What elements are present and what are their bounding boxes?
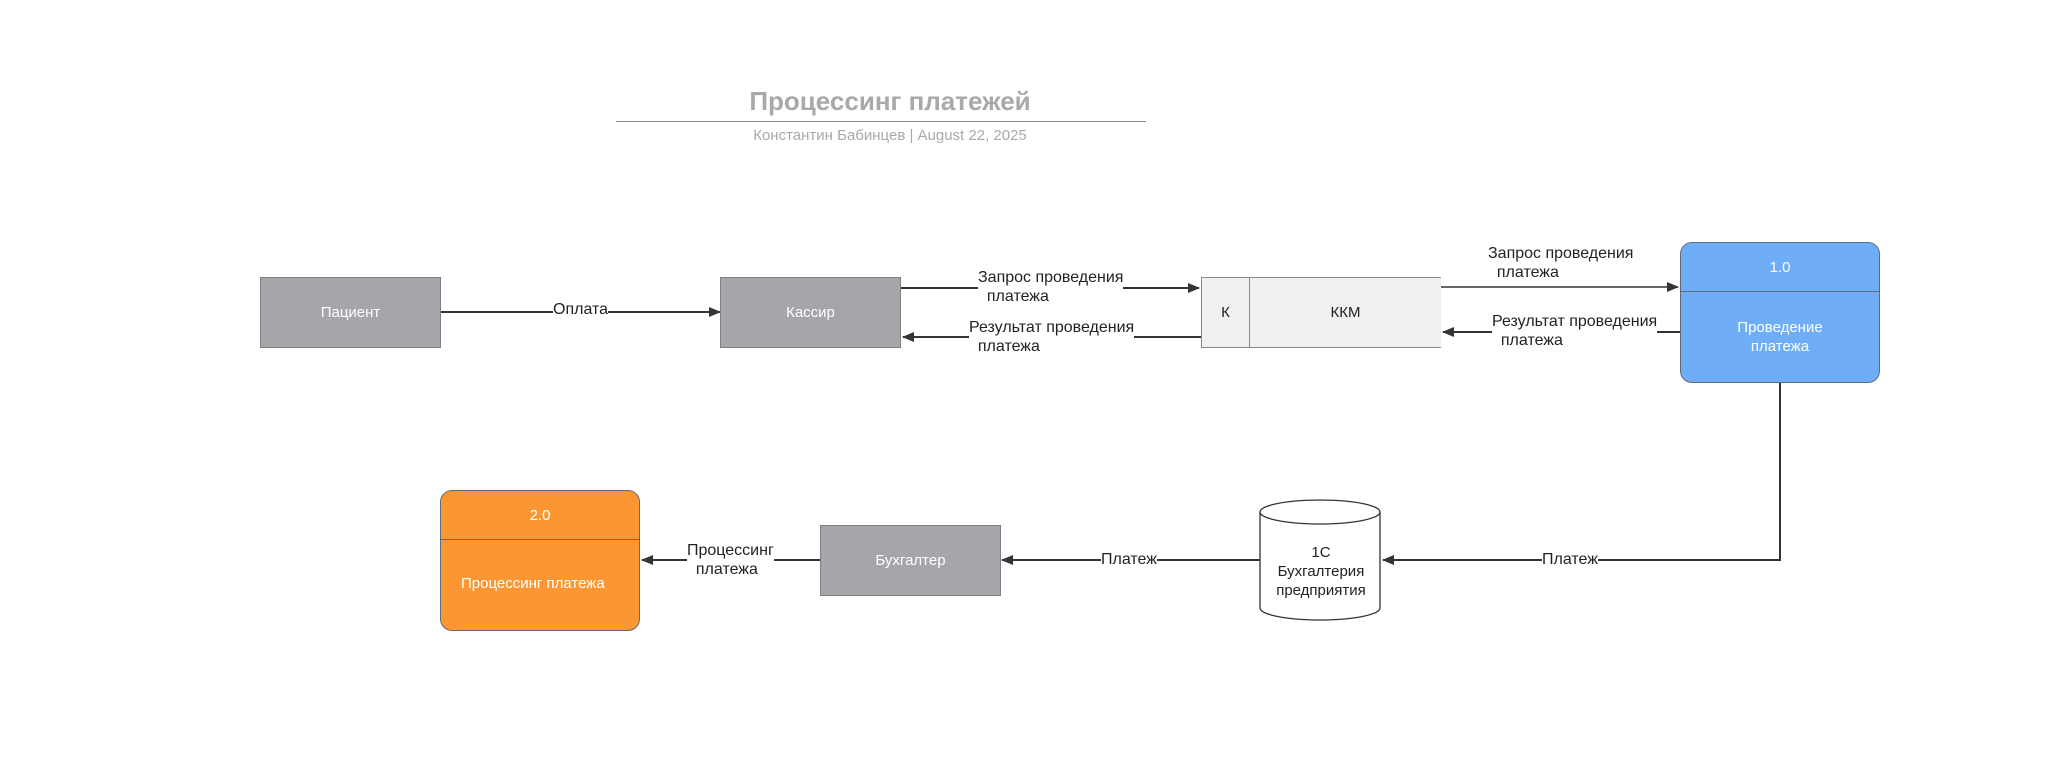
entity-patient-label: Пациент — [320, 304, 381, 321]
page-subtitle: Константин Бабинцев | August 22, 2025 — [753, 127, 1027, 144]
process-2-name: Процессинг платежа — [441, 540, 639, 630]
entity-patient[interactable]: Пациент — [260, 277, 441, 348]
flow-payment-p1-db-line — [1382, 382, 1781, 565]
page-title: Процессинг платежей — [749, 86, 1031, 116]
flow-label-payment-p1-db: Платеж — [1542, 550, 1598, 569]
flow-label-result-2: Результат проведения платежа — [1492, 312, 1658, 350]
entity-cashier[interactable]: Кассир — [720, 277, 901, 348]
process-1-name-text: Проведение платежа — [1737, 319, 1823, 355]
database-label: 1С Бухгалтерия предприятия — [1276, 544, 1366, 599]
process-1[interactable]: 1.0 Проведение платежа — [1680, 242, 1880, 383]
process-1-name: Проведение платежа — [1681, 292, 1879, 382]
entity-accountant[interactable]: Бухгалтер — [820, 525, 1001, 596]
process-2[interactable]: 2.0 Процессинг платежа — [440, 490, 640, 631]
entity-accountant-label: Бухгалтер — [875, 552, 946, 569]
data-store-kkm[interactable]: К ККМ — [1201, 277, 1441, 348]
flow-label-processing: Процессинг платежа — [687, 541, 774, 579]
data-store-name: ККМ — [1330, 304, 1361, 321]
process-1-number: 1.0 — [1769, 258, 1791, 276]
flow-label-result-1: Результат проведения платежа — [969, 318, 1135, 356]
title-divider — [616, 121, 1146, 122]
flow-label-payment-db-acc: Платеж — [1101, 550, 1157, 569]
flow-label-request-2: Запрос проведения платежа — [1488, 245, 1634, 281]
process-2-name-text: Процессинг платежа — [461, 574, 605, 592]
database-cylinder[interactable] — [1259, 499, 1381, 621]
flow-label-payment: Оплата — [553, 300, 609, 319]
process-2-divider — [441, 539, 639, 540]
data-store-id: К — [1202, 278, 1250, 347]
process-1-divider — [1681, 291, 1879, 292]
flow-label-request-1: Запрос проведения платежа — [978, 268, 1124, 306]
entity-cashier-label: Кассир — [786, 304, 835, 321]
process-2-number: 2.0 — [529, 506, 551, 524]
